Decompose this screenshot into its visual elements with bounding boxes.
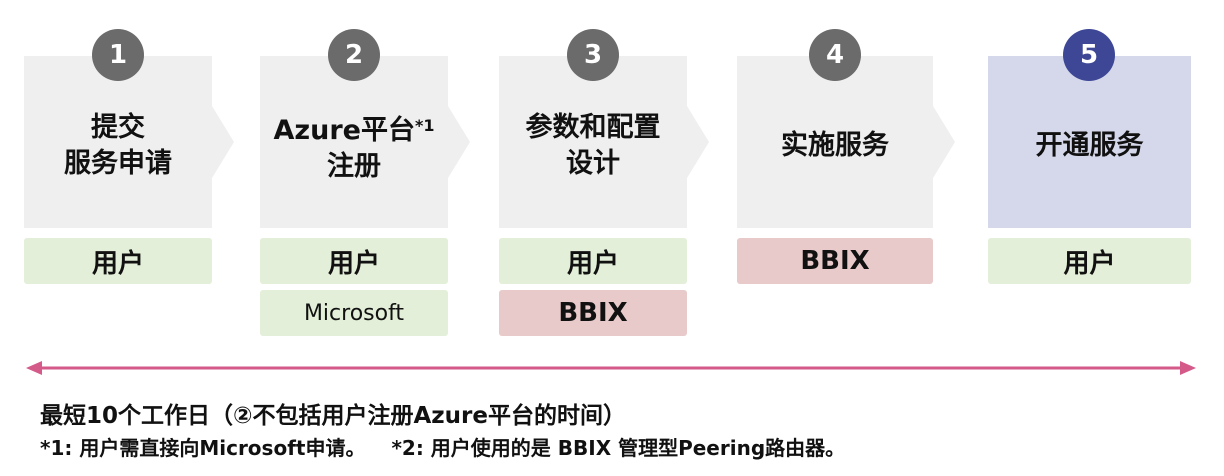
actor-badge-user: 用户 — [260, 238, 448, 284]
step-title: 实施服务 — [781, 130, 889, 161]
timeline-double-arrow-icon — [26, 361, 1196, 375]
actor-badge-user: 用户 — [499, 238, 687, 284]
step-number-5: 5 — [1063, 29, 1115, 81]
step-card-5: 开通服务 — [988, 56, 1191, 228]
actor-badge-microsoft: Microsoft — [260, 290, 448, 336]
step-number-3: 3 — [567, 29, 619, 81]
actor-badge-bbix: BBIX — [737, 238, 933, 284]
footnotes: *1: 用户需直接向Microsoft申请。 *2: 用户使用的是 BBIX 管理… — [40, 432, 871, 461]
chevron-right-icon — [212, 106, 234, 178]
footnote-2: *2: 用户使用的是 BBIX 管理型Peering路由器。 — [391, 436, 846, 460]
step-number-2: 2 — [328, 29, 380, 81]
step-number-1: 1 — [92, 29, 144, 81]
step-title: 提交 服务申请 — [64, 112, 172, 179]
step-title: 开通服务 — [1035, 130, 1144, 161]
duration-note: 最短10个工作日（②不包括用户注册Azure平台的时间） — [40, 403, 626, 429]
chevron-right-icon — [687, 106, 709, 178]
step-card-3: 参数和配置 设计 — [499, 56, 709, 228]
step-number-4: 4 — [809, 29, 861, 81]
chevron-right-icon — [933, 106, 955, 178]
actor-badge-user: 用户 — [24, 238, 212, 284]
step-card-1: 提交 服务申请 — [24, 56, 234, 228]
chevron-right-icon — [448, 106, 470, 178]
footnote-1: *1: 用户需直接向Microsoft申请。 — [40, 436, 366, 460]
actor-badge-bbix: BBIX — [499, 290, 687, 336]
actor-badge-user: 用户 — [988, 238, 1191, 284]
step-title: 参数和配置 设计 — [525, 112, 661, 179]
step-card-4: 实施服务 — [737, 56, 955, 228]
